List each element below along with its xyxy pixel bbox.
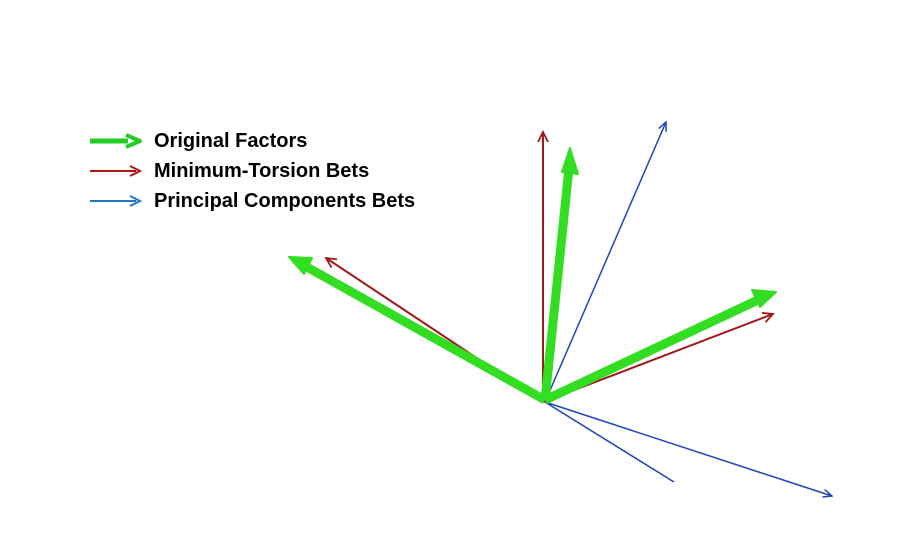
legend-item-minimum-torsion-bets: Minimum-Torsion Bets [88, 156, 415, 186]
original-factor-1-head [561, 147, 579, 175]
principal-bet-2 [544, 401, 832, 496]
legend-label-original-factors: Original Factors [154, 129, 308, 152]
original-factor-2-head [288, 256, 313, 275]
legend-item-original-factors: Original Factors [88, 126, 415, 156]
original-factor-1 [540, 167, 574, 401]
original-factors [288, 147, 777, 405]
original-factor-3-head [751, 289, 777, 308]
principal-components-bets [544, 122, 832, 496]
original-factor-3 [543, 295, 760, 405]
legend: Original Factors Minimum-Torsion Bets Pr… [88, 126, 415, 216]
red-arrow-icon [90, 165, 143, 177]
principal-bet-1 [544, 122, 666, 403]
green-arrow-icon [90, 133, 142, 149]
legend-label-minimum-torsion-bets: Minimum-Torsion Bets [154, 159, 370, 182]
blue-arrow-icon [90, 195, 143, 207]
original-factor-2 [302, 262, 548, 404]
legend-label-principal-components-bets: Principal Components Bets [154, 189, 416, 212]
principal-bet-3 [544, 401, 675, 483]
legend-item-principal-components-bets: Principal Components Bets [88, 186, 415, 216]
